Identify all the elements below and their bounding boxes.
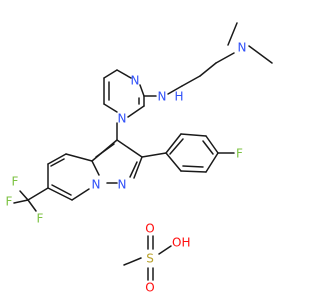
atom-o-top: O (145, 222, 154, 236)
atom-n-dimethyl: N (238, 41, 247, 55)
bond (182, 165, 204, 168)
bond (27, 187, 49, 201)
bond (95, 143, 115, 158)
bond (103, 69, 118, 79)
bond (127, 105, 145, 118)
bond (202, 140, 214, 155)
bond (65, 153, 93, 162)
bond (129, 161, 138, 178)
bond (50, 158, 65, 167)
bond (199, 62, 217, 77)
bond (47, 187, 73, 201)
atom-n-pyrimidine-a: N (131, 74, 140, 88)
bond (103, 103, 118, 113)
atom-n-pyrimidine-b: N (118, 112, 127, 126)
bond (141, 152, 167, 158)
bond (227, 22, 238, 46)
atom-h-amine: H (174, 90, 183, 104)
bond (91, 160, 100, 176)
bond (158, 245, 172, 255)
bond (165, 133, 182, 154)
atom-o-hydroxyl: OH (172, 236, 190, 250)
bond (123, 257, 142, 266)
bond (248, 45, 273, 64)
bond (133, 156, 143, 179)
bond (180, 133, 207, 137)
atom-n-pyrazolo-a: N (92, 178, 101, 192)
atom-labels: N N H N N N N F F F F S O O OH (6, 41, 247, 295)
bond (180, 170, 207, 173)
bonds (13, 22, 273, 281)
atom-n-amine: N (158, 90, 167, 104)
bond (181, 75, 201, 87)
structure-canvas: N N H N N N N F F F F S O O OH (6, 22, 273, 295)
bond (205, 152, 219, 173)
bond (165, 152, 182, 172)
bond (27, 199, 37, 212)
atom-f-cf3-b: F (6, 195, 13, 209)
bond (169, 138, 184, 155)
bond (13, 199, 29, 204)
chemical-structure-diagram: N N H N N N N F F F F S O O OH (6, 22, 273, 295)
bond (51, 184, 72, 196)
bond (47, 153, 67, 165)
bond (139, 84, 145, 97)
bond (167, 85, 183, 95)
bond (19, 190, 29, 201)
atom-o-bottom: O (145, 281, 154, 295)
atom-f-phenyl: F (236, 147, 243, 161)
bond (116, 69, 132, 79)
bond (215, 52, 235, 64)
atom-f-cf3-a: F (12, 175, 19, 189)
bond (205, 135, 219, 154)
bond (71, 188, 90, 201)
atom-f-cf3-c: F (37, 212, 44, 226)
atom-n-pyrazolo-b: N (118, 178, 127, 192)
bond (116, 139, 143, 158)
atom-s-sulfonate: S (146, 252, 154, 266)
